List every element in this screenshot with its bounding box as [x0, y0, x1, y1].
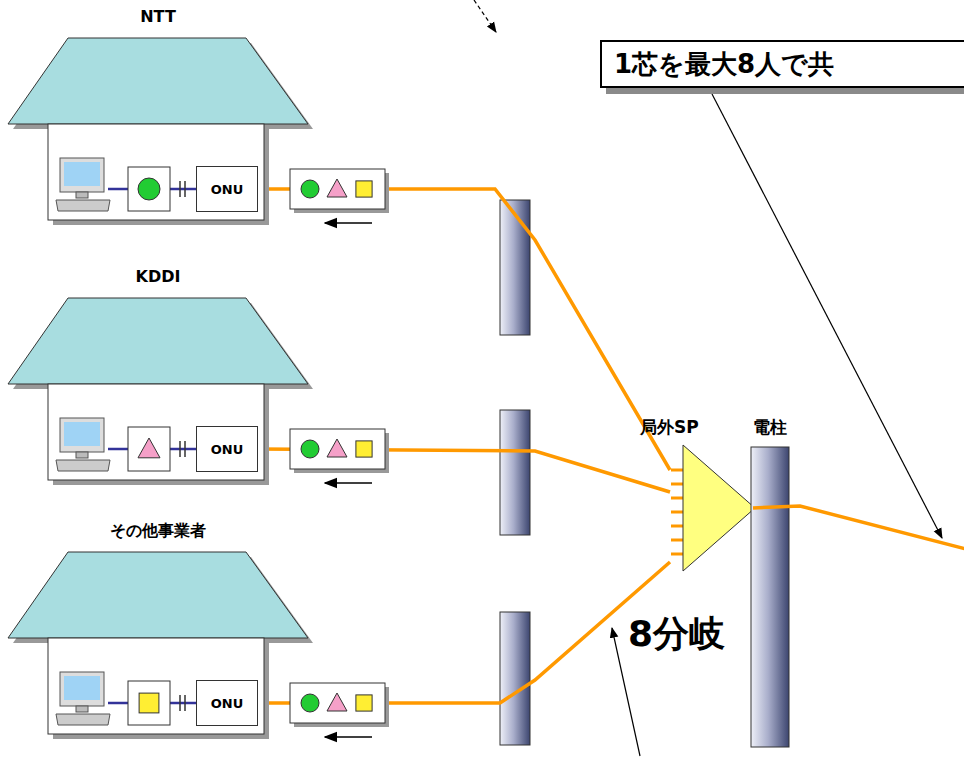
callout-node: 1芯を最大8人で共	[600, 40, 964, 88]
pole-label: 電柱	[745, 415, 795, 439]
house-node: ONU NTT	[8, 6, 308, 228]
house-illustration	[8, 520, 318, 750]
splitter-illustration	[640, 415, 760, 577]
signal-box	[290, 429, 389, 483]
house-illustration	[8, 266, 318, 496]
callout-label: 1芯を最大8人で共	[614, 47, 964, 81]
dashed-pointer	[474, 0, 496, 32]
house-node: ONU KDDI	[8, 266, 308, 488]
pole-illustration	[745, 415, 795, 750]
onu-label: ONU	[211, 696, 244, 711]
leader-line	[712, 94, 942, 538]
house-node: ONU その他事業者	[8, 520, 308, 742]
house-label: その他事業者	[8, 520, 308, 542]
computer-icon	[56, 158, 110, 211]
signal-box	[290, 169, 389, 223]
onu-node: ONU	[196, 680, 258, 726]
house-label: NTT	[8, 6, 308, 28]
computer-icon	[56, 672, 110, 725]
branch-label: 8分岐	[628, 610, 725, 659]
onu-node: ONU	[196, 426, 258, 472]
onu-label: ONU	[211, 442, 244, 457]
onu-label: ONU	[211, 182, 244, 197]
fiber-connector	[258, 189, 670, 470]
splitter-triangle	[683, 445, 755, 571]
fiber-connector	[258, 562, 670, 703]
house-illustration	[8, 6, 318, 236]
onu-node: ONU	[196, 166, 258, 212]
signal-box	[290, 683, 389, 737]
computer-icon	[56, 418, 110, 471]
splitter-label: 局外SP	[640, 415, 699, 439]
pole-node: 電柱	[745, 415, 795, 750]
small-poles	[500, 200, 530, 745]
house-label: KDDI	[8, 266, 308, 288]
splitter-node: 局外SP	[640, 415, 760, 577]
